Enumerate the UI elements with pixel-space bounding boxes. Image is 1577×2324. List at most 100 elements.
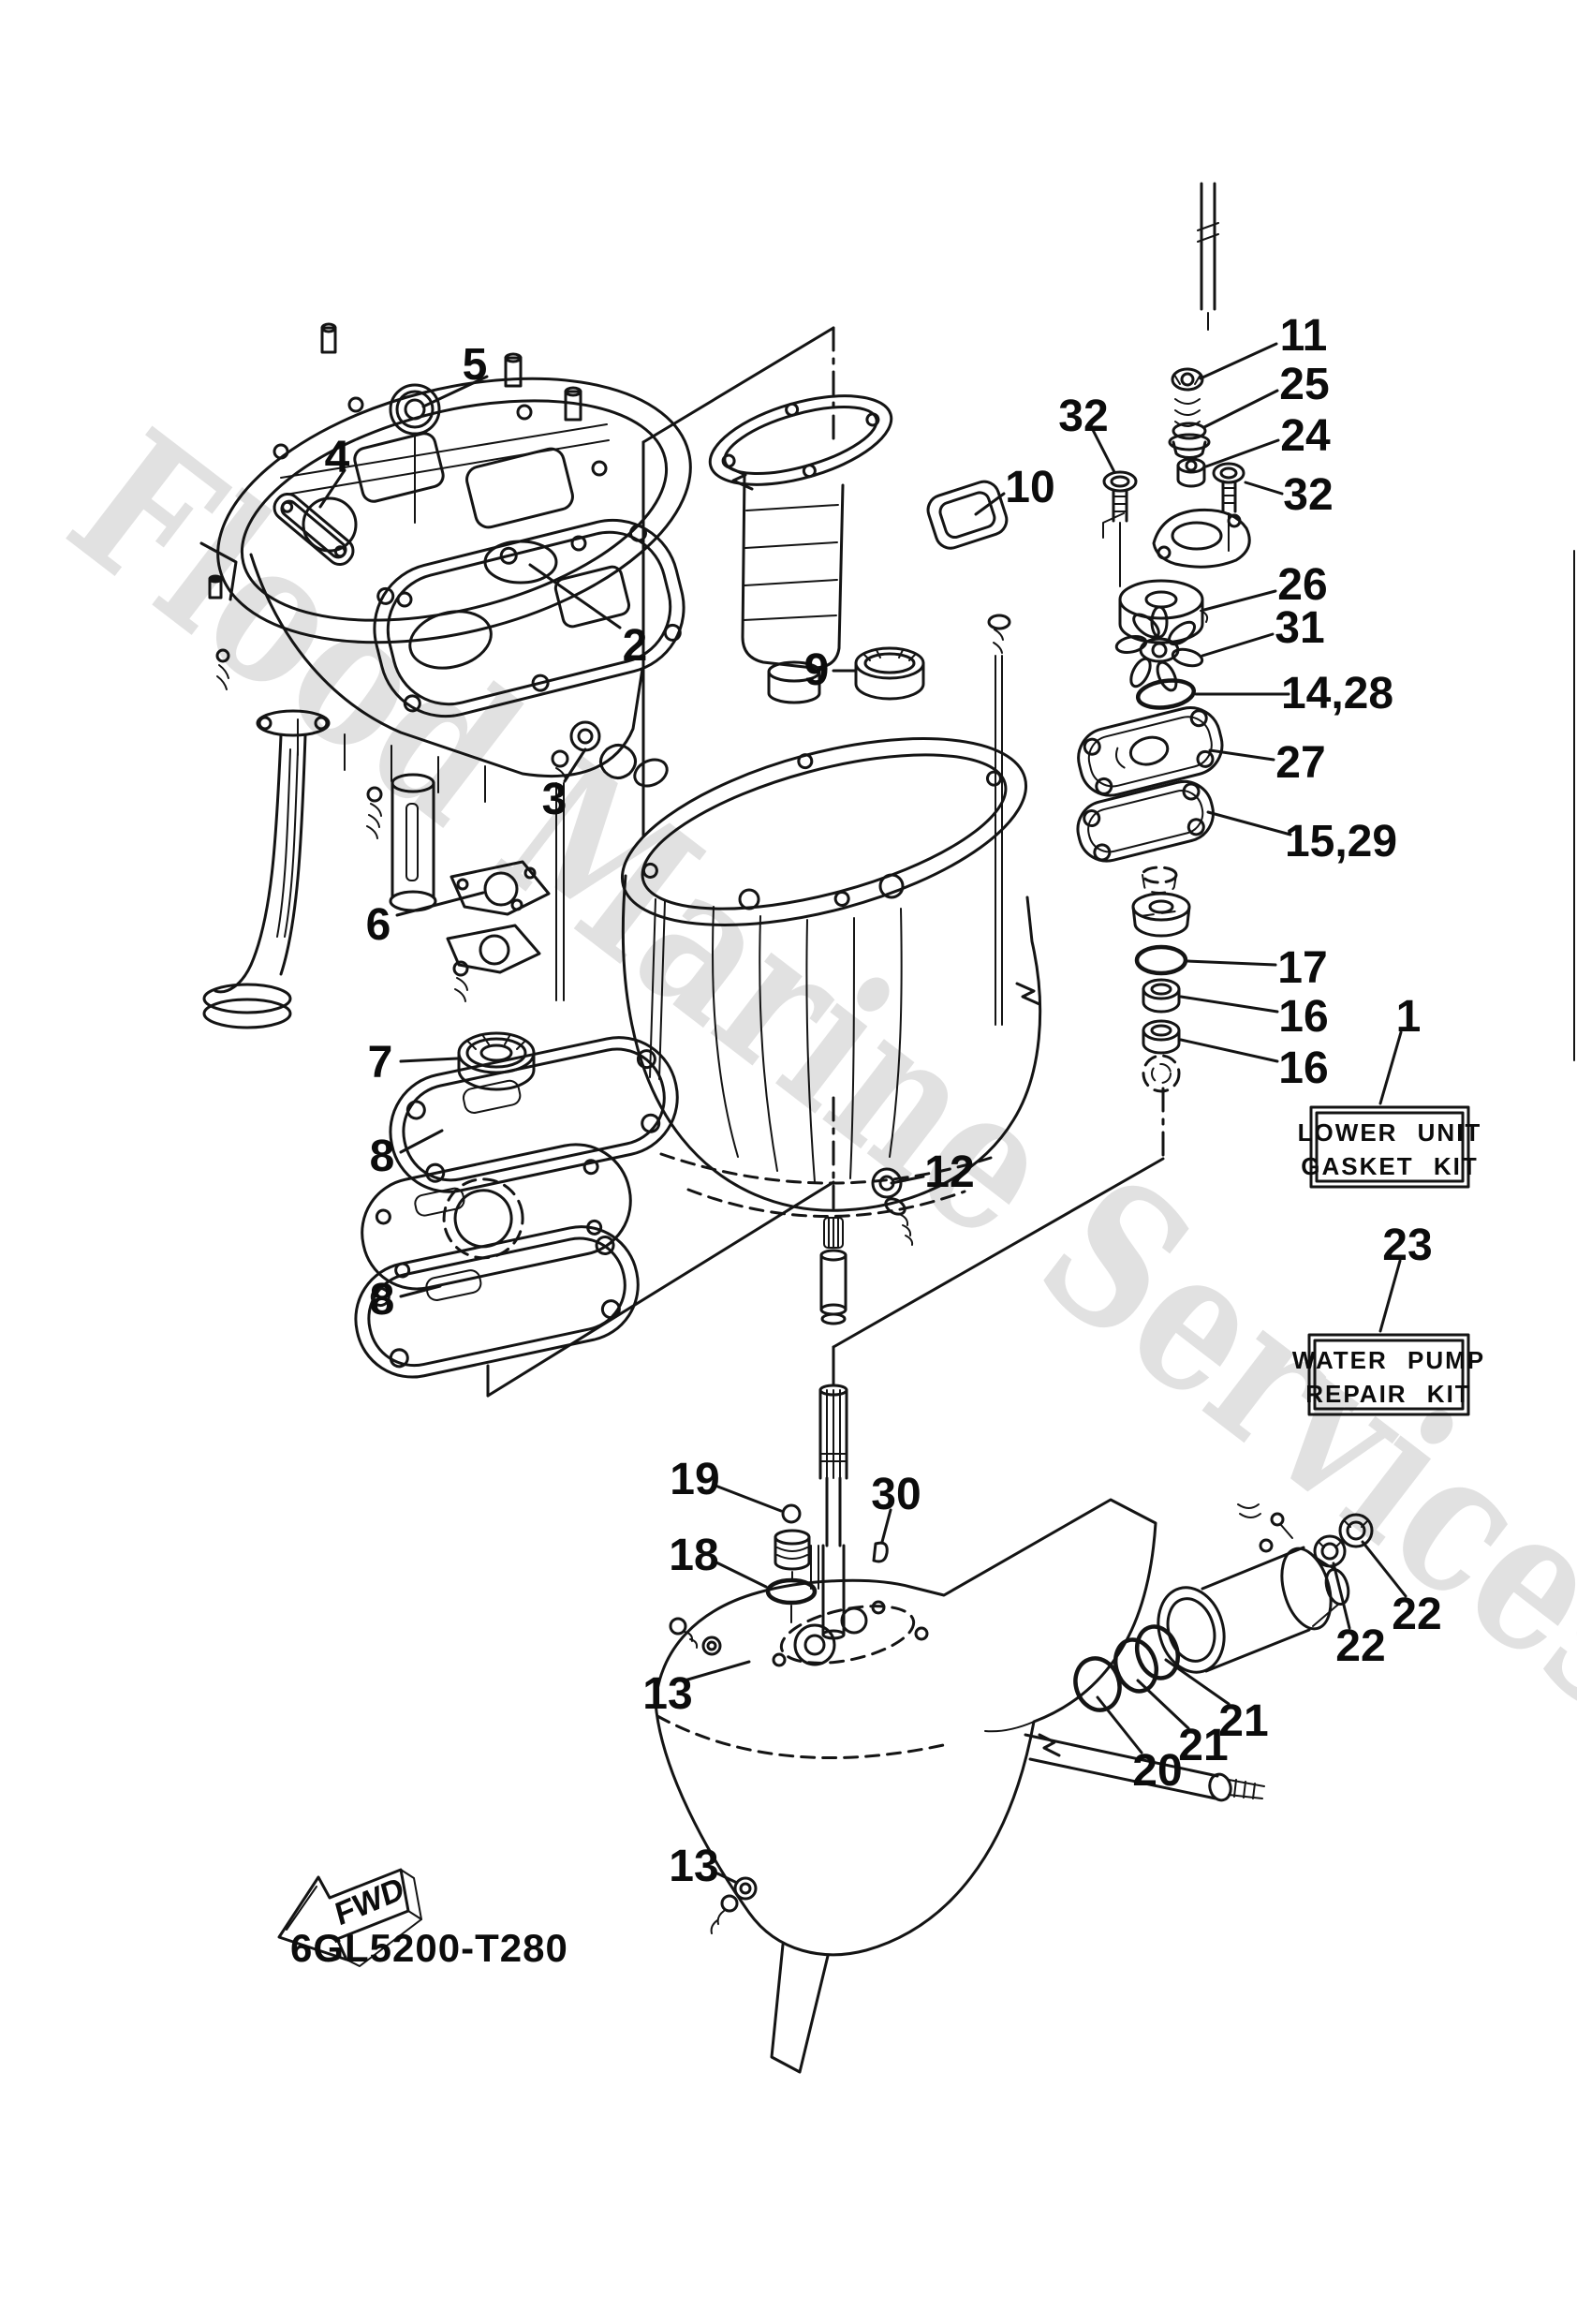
lower-casing — [620, 737, 1042, 1218]
callout-label: 22 — [1392, 1590, 1441, 1639]
damper-10 — [926, 480, 1009, 550]
leader-line — [1204, 438, 1280, 468]
callout-label: 31 — [1275, 603, 1324, 653]
grommet-25 — [1168, 422, 1211, 459]
leader-line — [1206, 810, 1292, 836]
leader-line — [1361, 1540, 1408, 1598]
callout-label: 21 — [1218, 1696, 1268, 1746]
callout-label: 27 — [1275, 738, 1325, 788]
ring-21-b — [1134, 1624, 1181, 1680]
drive-shaft — [818, 1217, 848, 1640]
pump-plate-27 — [1077, 706, 1224, 797]
bearing-carrier — [1157, 1503, 1350, 1674]
spring-25-stack — [1174, 398, 1201, 427]
sleeve-18 — [765, 1529, 818, 1623]
leader-line — [528, 563, 622, 629]
bushing-24 — [1176, 457, 1206, 488]
leader-line — [880, 1508, 892, 1544]
leader-line — [713, 1560, 768, 1589]
plug-3 — [569, 720, 669, 788]
anode-plate-4 — [273, 492, 355, 567]
circlip-19 — [781, 1503, 802, 1524]
callout-label: 20 — [1132, 1746, 1182, 1796]
leader-line — [1378, 1030, 1403, 1105]
kit-box-text-line: LOWER UNIT — [1298, 1118, 1482, 1147]
callout-label: 10 — [1005, 463, 1054, 512]
callout-label: 8 — [370, 1275, 395, 1325]
kit-box-inner-border — [1313, 1339, 1465, 1411]
key-30 — [872, 1541, 889, 1563]
leader-line — [1179, 1038, 1279, 1063]
stud-bolt-a — [366, 786, 383, 839]
leader-line — [1096, 1695, 1143, 1754]
leader-line — [714, 1871, 739, 1885]
leader-line — [890, 1175, 925, 1185]
pump-gasket-15-29 — [1076, 779, 1215, 863]
kit-box-inner-border — [1315, 1111, 1465, 1183]
bolt-32-right — [1212, 462, 1245, 552]
seal-22-b — [1338, 1513, 1374, 1548]
long-bolt-right — [987, 614, 1011, 1026]
seal-16-lower — [1142, 1019, 1181, 1055]
callout-label: 32 — [1283, 470, 1333, 520]
callout-label: 13 — [669, 1842, 718, 1891]
seal-5 — [389, 383, 441, 524]
leader-line — [1179, 995, 1279, 1014]
seal-7 — [457, 1031, 536, 1091]
kit-box-outer-border — [1307, 1333, 1470, 1416]
leader-line — [1378, 1259, 1402, 1333]
leader-line — [399, 1129, 444, 1154]
construction-lines — [486, 326, 1575, 1398]
callout-label: 17 — [1277, 943, 1327, 993]
leader-line — [1091, 428, 1116, 474]
leader-line — [1199, 342, 1278, 380]
kit-box-text-line: GASKET KIT — [1301, 1152, 1478, 1180]
callout-label: 2 — [623, 621, 648, 671]
callout-label: 32 — [1058, 392, 1108, 441]
callout-label: 30 — [871, 1470, 921, 1519]
callout-label: 14,28 — [1281, 669, 1393, 718]
leader-line — [1136, 1679, 1190, 1730]
diagram-artwork — [199, 182, 1575, 2074]
gear-case — [654, 1498, 1157, 2074]
screw-13-upper — [669, 1617, 722, 1656]
gasket-6-lower — [446, 924, 541, 974]
leader-line — [714, 1484, 783, 1513]
seal-housing-stack — [1131, 866, 1191, 938]
callout-label: 5 — [463, 340, 488, 390]
water-tube-upper — [1197, 182, 1219, 331]
water-tube-long — [202, 709, 331, 1029]
leader-line — [1202, 589, 1277, 612]
kit-box-text-line: REPAIR KIT — [1305, 1380, 1471, 1408]
screw-13-lower — [710, 1876, 758, 1934]
leader-line — [683, 1660, 751, 1682]
callout-label: 8 — [370, 1132, 395, 1181]
leader-line — [1202, 389, 1279, 429]
callout-label: 11 — [1280, 311, 1328, 361]
seal-16-upper — [1142, 978, 1181, 1014]
upper-casing — [216, 322, 692, 803]
pump-housing-top — [1102, 508, 1251, 569]
leader-line — [399, 1284, 442, 1298]
bracket-small — [199, 541, 238, 690]
oring-17 — [1134, 944, 1188, 976]
callout-label: 4 — [325, 433, 350, 482]
water-tube-short — [389, 773, 437, 912]
callout-label: 7 — [368, 1038, 393, 1088]
callout-label: 26 — [1277, 560, 1327, 610]
fwd-label: FWD — [332, 1871, 407, 1933]
callout-label: 1 — [1396, 992, 1422, 1042]
callout-label: 18 — [669, 1531, 718, 1580]
callout-label: 16 — [1278, 992, 1328, 1042]
callout-label: 3 — [542, 775, 567, 824]
diagram-code: 6GL5200-T280 — [290, 1926, 568, 1970]
leader-line — [1208, 748, 1275, 762]
leader-line — [395, 891, 485, 917]
bolt-32-left — [1102, 470, 1138, 587]
callout-label: 21 — [1178, 1721, 1228, 1770]
leader-line — [1244, 481, 1284, 496]
leader-line — [318, 468, 346, 509]
